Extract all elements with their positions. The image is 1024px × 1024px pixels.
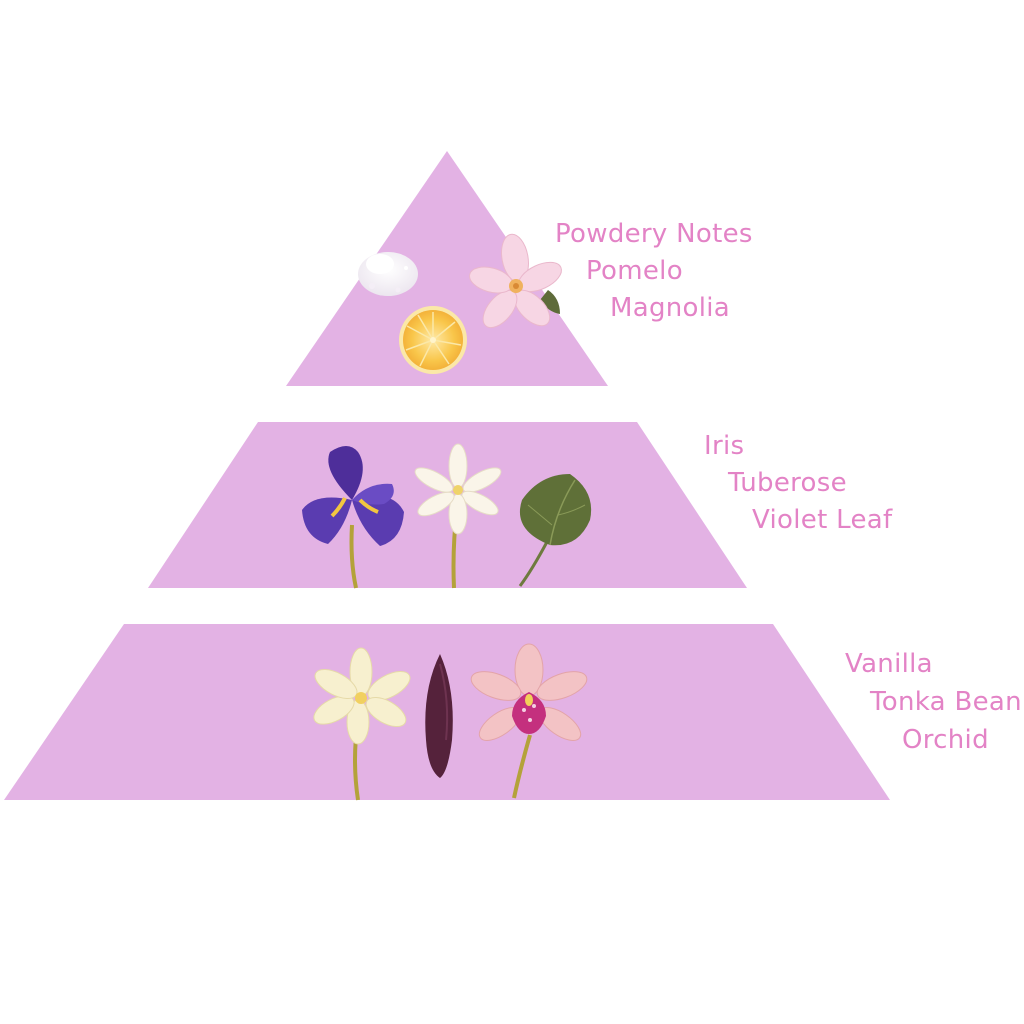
- note-label-magnolia: Magnolia: [610, 293, 731, 323]
- tuberose-flower-icon: [414, 443, 502, 589]
- note-label-orchid: Orchid: [902, 725, 989, 755]
- note-label-vanilla: Vanilla: [845, 649, 933, 679]
- pomelo-slice-icon: [399, 306, 467, 374]
- note-label-tonka-bean: Tonka Bean: [870, 687, 1022, 717]
- magnolia-flower-icon: [469, 233, 562, 329]
- violet-leaf-icon: [518, 474, 592, 587]
- vanilla-flower-icon: [313, 647, 411, 801]
- note-label-pomelo: Pomelo: [586, 256, 683, 286]
- iris-flower-icon: [302, 446, 404, 589]
- note-label-tuberose: Tuberose: [728, 468, 847, 498]
- powder-pile-icon: [358, 252, 418, 296]
- note-label-violet-leaf: Violet Leaf: [752, 505, 893, 535]
- tonka-bean-icon: [425, 654, 453, 778]
- note-label-powdery-notes: Powdery Notes: [555, 219, 753, 249]
- orchid-flower-icon: [470, 643, 588, 799]
- tier-top-notes: [286, 151, 608, 386]
- note-label-iris: Iris: [704, 431, 745, 461]
